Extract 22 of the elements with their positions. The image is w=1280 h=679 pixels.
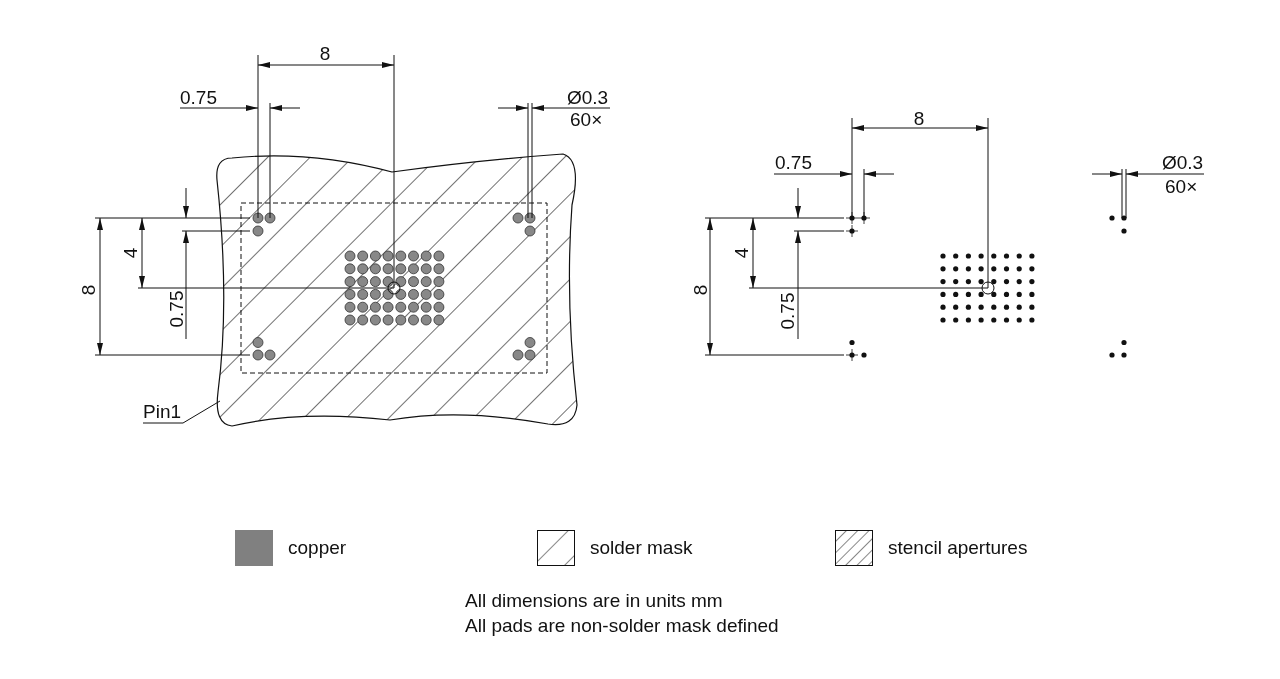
dimension-label: 8: [913, 108, 925, 128]
dimension-label: 60×: [1165, 176, 1198, 196]
dimension-label: 0.75: [180, 87, 217, 107]
legend-label: copper: [288, 537, 347, 559]
note-text: All dimensions are in units mm: [465, 590, 723, 610]
dimension-label: 0.75: [775, 152, 812, 172]
dimension-label: 4: [731, 247, 751, 259]
legend-label: stencil apertures: [888, 537, 1028, 559]
note-text: All pads are non-solder mask defined: [465, 615, 779, 635]
pin-label: Pin1: [143, 402, 182, 421]
dimension-label: 8: [78, 284, 98, 296]
legend-label: solder mask: [590, 537, 693, 559]
dimension-label: 4: [120, 247, 140, 259]
dimension-label: 0.75: [777, 292, 797, 330]
dimension-label: 8: [319, 43, 331, 63]
dimension-label: Ø0.3: [567, 87, 609, 107]
dimension-label: 60×: [570, 109, 603, 129]
leader-line: [142, 400, 221, 424]
dimension-label: 0.75: [166, 290, 186, 328]
dimension-label: 8: [690, 284, 710, 296]
footprint-drawing: [216, 153, 578, 427]
dimension-label: Ø0.3: [1162, 152, 1204, 172]
